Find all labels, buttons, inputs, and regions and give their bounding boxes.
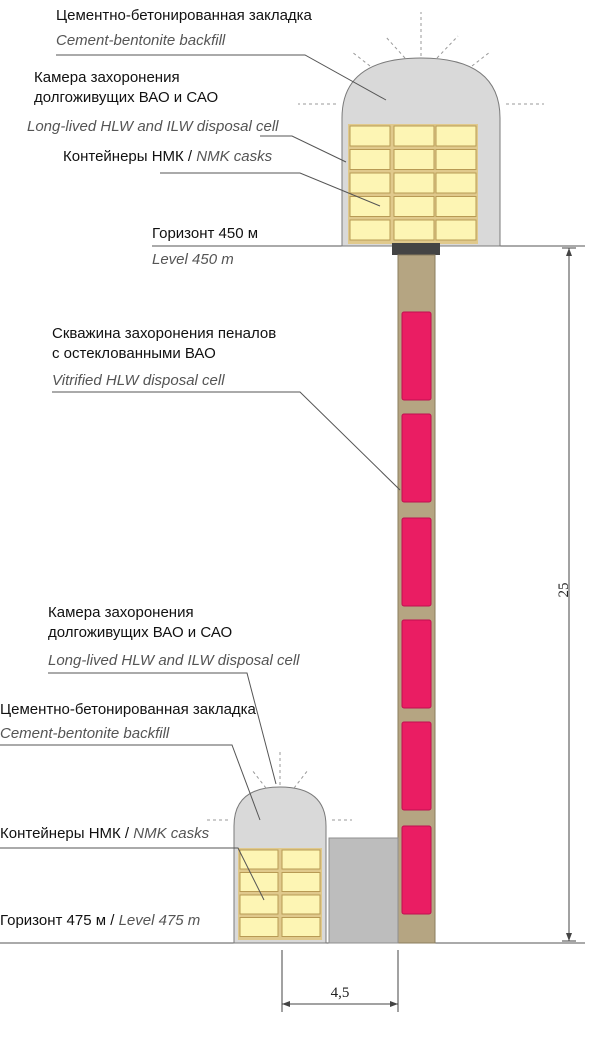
top-cell-label-1: Камера захоронения [34, 69, 180, 86]
top-cask [393, 219, 435, 241]
bottom-cask [281, 849, 321, 870]
borehole-label-en: Vitrified HLW disposal cell [52, 372, 225, 389]
vitrified-canister [401, 311, 432, 401]
top-cask [393, 172, 435, 194]
level-475-label-ru: Горизонт 475 м / [0, 912, 119, 929]
top-cask [435, 219, 477, 241]
vitrified-canister [401, 721, 432, 811]
bottom-casks-label: Контейнеры НМК / NMK casks [0, 825, 210, 842]
height-dimension-label: 25 [556, 583, 572, 598]
top-cask [393, 196, 435, 217]
borehole-label-1: Скважина захоронения пеналов [52, 325, 276, 342]
canister-stack [401, 311, 432, 915]
vitrified-canister [401, 517, 432, 607]
top-casks-label: Контейнеры НМК / NMK casks [63, 148, 273, 165]
top-cask [349, 196, 391, 217]
bottom-backfill-label: Цементно-бетонированная закладка [0, 701, 257, 718]
bottom-cask [239, 849, 279, 870]
bottom-cask [239, 894, 279, 915]
top-backfill-label: Цементно-бетонированная закладка [56, 7, 313, 24]
bottom-radiating-lines [206, 752, 352, 821]
top-cask [435, 196, 477, 217]
width-dimension [281, 950, 399, 1012]
width-dimension-label: 4,5 [331, 985, 350, 1001]
vitrified-canister [401, 619, 432, 709]
height-dimension [562, 247, 576, 942]
top-cask [435, 125, 477, 147]
top-backfill-label-en: Cement-bentonite backfill [56, 32, 226, 49]
bottom-cell-label-en: Long-lived HLW and ILW disposal cell [48, 652, 300, 669]
bottom-casks-label-en: NMK casks [133, 825, 209, 842]
bottom-cask [281, 917, 321, 937]
top-cask [435, 172, 477, 194]
bottom-cask [239, 917, 279, 937]
top-cask [393, 149, 435, 170]
level-450-label: Горизонт 450 м [152, 225, 258, 242]
top-cell-label-en: Long-lived HLW and ILW disposal cell [27, 118, 279, 135]
bottom-cask [239, 872, 279, 892]
top-casks-label-en: NMK casks [196, 148, 272, 165]
top-cask [435, 149, 477, 170]
bottom-cask [281, 894, 321, 915]
top-radiating-lines [298, 12, 544, 105]
top-cask-grid [349, 125, 477, 241]
bottom-cell-label-1: Камера захоронения [48, 604, 194, 621]
level-475-label-en: Level 475 m [119, 912, 201, 929]
top-casks-label-ru: Контейнеры НМК / [63, 148, 196, 165]
bottom-cask-grid [239, 849, 321, 937]
shaft-plug [392, 243, 440, 255]
vitrified-canister [401, 825, 432, 915]
vitrified-canister [401, 413, 432, 503]
top-chamber [341, 57, 501, 255]
top-cell-label-2: долгоживущих ВАО и САО [34, 89, 218, 106]
bottom-casks-label-ru: Контейнеры НМК / [0, 825, 133, 842]
level-450-label-en: Level 450 m [152, 251, 234, 268]
top-cask [349, 172, 391, 194]
bottom-chamber [233, 786, 399, 944]
bottom-cask [281, 872, 321, 892]
top-cask [349, 219, 391, 241]
bottom-cell-label-2: долгоживущих ВАО и САО [48, 624, 232, 641]
borehole-label-2: с остеклованными ВАО [52, 345, 216, 362]
top-cask [349, 125, 391, 147]
leader-lines [0, 54, 401, 901]
level-475-label: Горизонт 475 м / Level 475 m [0, 912, 200, 929]
top-cask [393, 125, 435, 147]
bottom-backfill-label-en: Cement-bentonite backfill [0, 725, 170, 742]
top-cask [349, 149, 391, 170]
disposal-shaft [397, 254, 436, 944]
connecting-drift [328, 837, 399, 944]
